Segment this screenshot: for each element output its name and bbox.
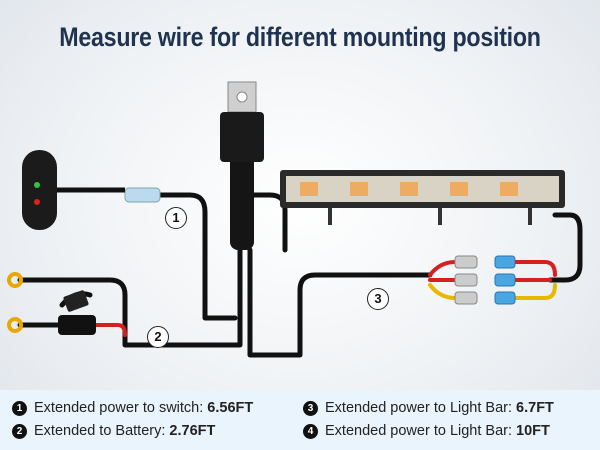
number-badge: 1 bbox=[12, 401, 27, 416]
number-badge: 3 bbox=[303, 401, 318, 416]
number-badge: 4 bbox=[303, 424, 318, 439]
led-light-bar bbox=[280, 170, 565, 225]
legend-item-3: 3 Extended power to Light Bar: 6.7FT bbox=[303, 400, 554, 416]
legend-item-1: 1 Extended power to switch: 6.56FT bbox=[12, 400, 253, 416]
ring-terminal bbox=[7, 317, 23, 333]
callout-3: 3 bbox=[367, 288, 389, 310]
callout-1: 1 bbox=[165, 207, 187, 229]
wire-loom bbox=[230, 140, 254, 250]
legend-item-4: 4 Extended power to Light Bar: 10FT bbox=[303, 423, 550, 439]
legend-text: Extended power to switch: bbox=[34, 400, 204, 416]
wiring-diagram bbox=[7, 81, 583, 358]
legend-value: 6.56FT bbox=[207, 400, 254, 416]
legend: 1 Extended power to switch: 6.56FT 2 Exten… bbox=[0, 390, 600, 450]
legend-item-2: 2 Extended to Battery: 2.76FT bbox=[12, 423, 215, 439]
colored-wires bbox=[17, 260, 557, 337]
legend-value: 6.7FT bbox=[516, 400, 554, 416]
legend-text: Extended power to Light Bar: bbox=[325, 400, 513, 416]
legend-value: 2.76FT bbox=[169, 423, 216, 439]
legend-value: 10FT bbox=[516, 423, 550, 439]
number-badge: 2 bbox=[12, 424, 27, 439]
page-title: Measure wire for different mounting posi… bbox=[59, 22, 541, 52]
wire-harness bbox=[17, 192, 583, 358]
fuse-holder bbox=[58, 315, 96, 335]
rocker-switch bbox=[22, 150, 125, 230]
callout-2: 2 bbox=[147, 326, 169, 348]
legend-text: Extended to Battery: bbox=[34, 423, 166, 439]
ring-terminal bbox=[7, 272, 23, 288]
relay bbox=[220, 81, 264, 162]
legend-text: Extended power to Light Bar: bbox=[325, 423, 513, 439]
connectors bbox=[124, 187, 516, 305]
